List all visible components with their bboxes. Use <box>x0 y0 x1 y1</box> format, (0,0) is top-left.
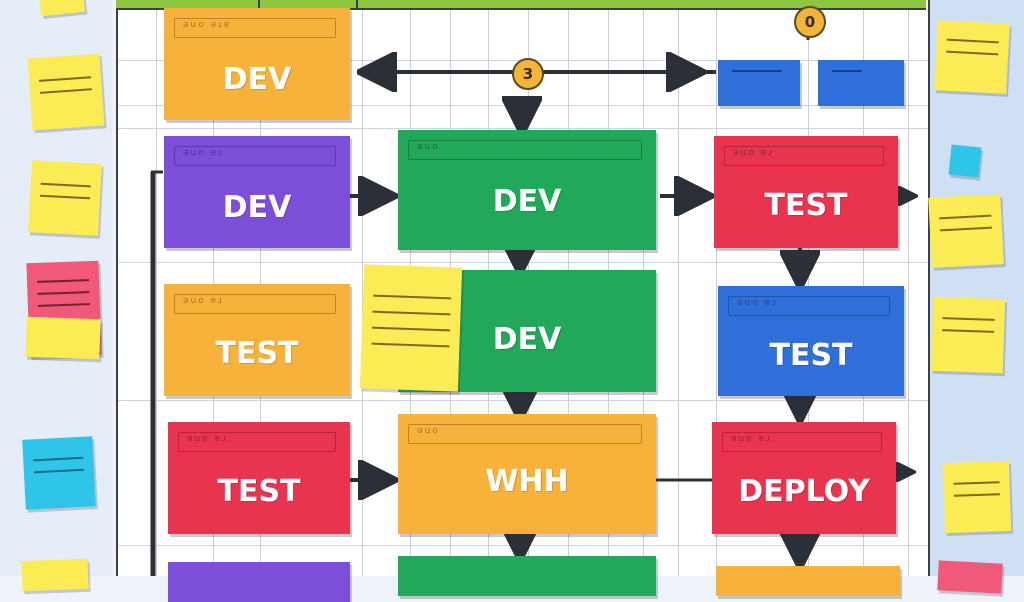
card-line <box>732 70 782 72</box>
task-card[interactable]: ǝuo ɐɹ TEST <box>718 286 904 396</box>
task-card[interactable]: ǝuo ǝɹɐ DEV <box>164 8 350 120</box>
card-title-field: ǝuo ɐɹ <box>728 296 890 316</box>
task-card[interactable]: ǝuo WHH <box>398 414 656 534</box>
card-title-field: ǝuo ɐɹ <box>722 432 882 452</box>
sticky-note[interactable] <box>937 560 1003 594</box>
step-badge: 3 <box>512 58 544 90</box>
card-line <box>832 70 862 72</box>
task-card[interactable]: ǝuo ɐɹ TEST <box>714 136 898 248</box>
sticky-note[interactable] <box>28 160 102 236</box>
sticky-note[interactable] <box>930 296 1006 374</box>
card-label: WHH <box>485 464 569 499</box>
card-label: DEV <box>492 184 562 219</box>
grid-line <box>156 0 157 576</box>
card-title-field: ǝuo <box>408 424 642 444</box>
task-card[interactable] <box>716 566 900 596</box>
sticky-note[interactable] <box>21 558 89 592</box>
card-title-field: ǝuo ɐɹ <box>724 146 884 166</box>
task-card[interactable]: ǝuo ɐɹ TEST <box>168 422 350 534</box>
card-label: TEST <box>769 338 853 373</box>
card-title-field: ǝuo ɐɹ <box>174 294 336 314</box>
card-label: TEST <box>217 474 301 509</box>
grid-line <box>716 0 717 576</box>
card-title-text: ǝuo ǝɹɐ <box>183 20 232 30</box>
card-label: DEPLOY <box>738 474 870 509</box>
task-card[interactable]: ǝuo ɐɹ DEPLOY <box>712 422 896 534</box>
card-title-text: ǝuo ɐɹ <box>183 296 224 306</box>
card-title-text: ǝuo ɐɹ <box>187 434 228 444</box>
task-card[interactable]: ǝuo ɐɹ TEST <box>164 284 350 396</box>
card-title-text: ǝuo <box>417 142 440 152</box>
task-card[interactable]: ǝuo DEV <box>398 130 656 250</box>
card-label: DEV <box>222 190 292 225</box>
card-title-text: ǝuo ɐɹ <box>733 148 774 158</box>
task-card[interactable] <box>398 556 656 596</box>
card-title-text: ǝuo <box>417 426 440 436</box>
card-label: TEST <box>764 188 848 223</box>
sticky-note[interactable] <box>25 316 101 360</box>
grid-line <box>908 0 909 576</box>
task-card[interactable] <box>718 60 800 106</box>
card-label: DEV <box>222 62 292 97</box>
step-badge: 0 <box>794 6 826 38</box>
task-card[interactable]: ǝuo ɐɹ DEV <box>164 136 350 248</box>
card-title-text: ǝuo ɐɹ <box>737 298 778 308</box>
grid-line <box>678 0 679 576</box>
header-divider <box>356 0 358 8</box>
card-title-field: ǝuo ɐɹ <box>174 146 336 166</box>
card-label: DEV <box>492 322 562 357</box>
card-title-field: ǝuo <box>408 140 642 160</box>
board-header-bar <box>116 0 926 10</box>
card-title-field: ǝuo ɐɹ <box>178 432 336 452</box>
sticky-note[interactable] <box>27 53 105 131</box>
task-card[interactable] <box>818 60 904 106</box>
sticky-note[interactable] <box>928 194 1004 268</box>
sticky-note[interactable] <box>942 460 1012 534</box>
card-label: TEST <box>215 336 299 371</box>
card-title-field: ǝuo ǝɹɐ <box>174 18 336 38</box>
card-title-text: ǝuo ɐɹ <box>731 434 772 444</box>
sticky-note[interactable] <box>359 264 463 392</box>
sticky-note[interactable] <box>934 20 1010 94</box>
card-title-text: ǝuo ɐɹ <box>183 148 224 158</box>
sticky-note[interactable] <box>948 144 982 178</box>
task-card[interactable] <box>168 562 350 602</box>
sticky-note[interactable] <box>22 436 96 510</box>
header-divider <box>258 0 260 8</box>
